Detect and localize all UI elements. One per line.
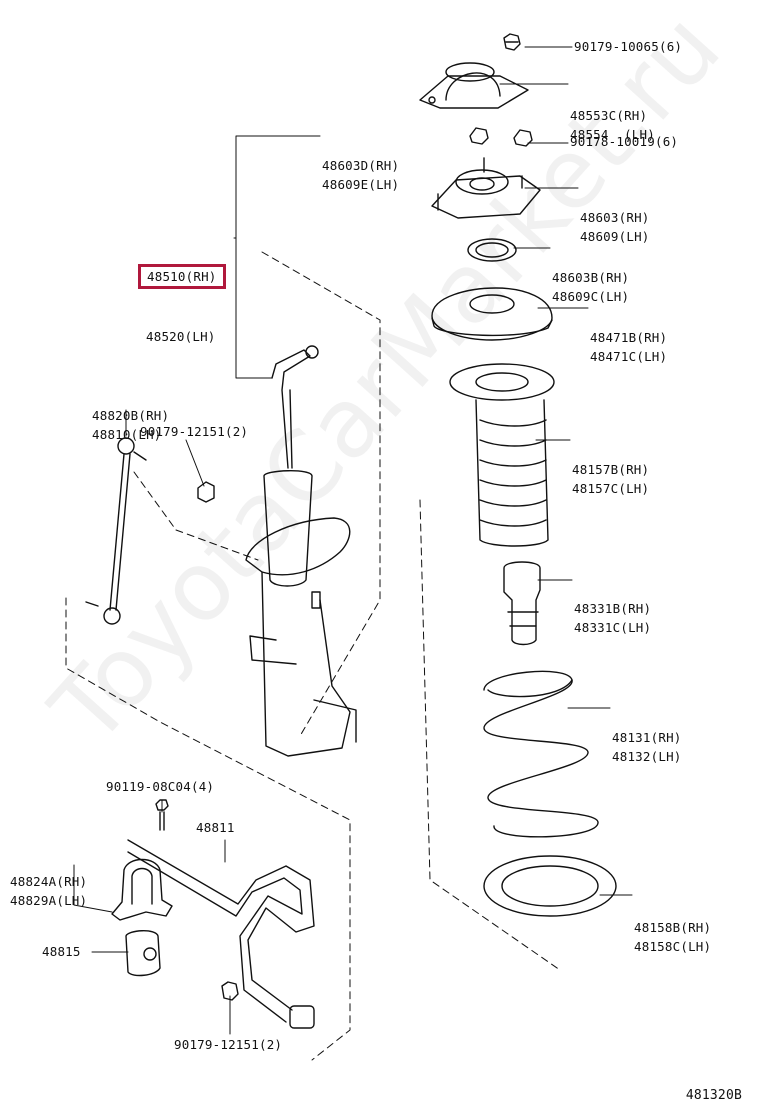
stabilizer-bar-icon bbox=[127, 839, 315, 1029]
support-cover-icon bbox=[419, 62, 529, 109]
dashed-lines bbox=[65, 251, 561, 1061]
bracket-bolt-icon bbox=[155, 799, 169, 831]
label-bushing: 48815 bbox=[42, 944, 81, 959]
label-bearing: 48603B(RH)48609C(LH) bbox=[552, 270, 630, 304]
support-nut-icon bbox=[469, 127, 533, 147]
label-bracket-bolt: 90119-08C04(4) bbox=[106, 779, 215, 794]
lower-insulator-icon bbox=[483, 855, 617, 917]
label-support-nut: 90178-10019(6) bbox=[570, 134, 679, 149]
bump-stopper-icon bbox=[503, 561, 541, 646]
leader-lines bbox=[73, 46, 633, 1035]
label-suspension-support: 48603(RH)48609(LH) bbox=[580, 210, 650, 244]
bushing-bracket-icon bbox=[111, 858, 173, 921]
label-coil-spring: 48131(RH)48132(LH) bbox=[612, 730, 682, 764]
bushing-icon bbox=[125, 930, 161, 977]
figure-code: 481320B bbox=[685, 1088, 742, 1103]
highlighted-part-number: 48510(RH) bbox=[138, 264, 226, 289]
boot-icon bbox=[449, 363, 555, 547]
label-support-cover: 48553C(RH)48554 (LH) bbox=[570, 108, 655, 142]
bearing-icon bbox=[467, 238, 517, 262]
label-bump-stopper: 48331B(RH)48331C(LH) bbox=[574, 601, 652, 635]
upper-spring-seat-icon bbox=[431, 287, 553, 341]
label-stabilizer-link: 48820B(RH)48810(LH) bbox=[92, 408, 170, 442]
label-lower-insulator: 48158B(RH)48158C(LH) bbox=[634, 920, 712, 954]
label-stabilizer-bar: 48811 bbox=[196, 820, 235, 835]
label-bar-nut: 90179-12151(2) bbox=[174, 1037, 283, 1052]
label-link-nut: 90179-12151(2) bbox=[140, 424, 249, 439]
label-strut-set: 48603D(RH)48609E(LH) bbox=[322, 158, 400, 192]
shock-absorber-icon bbox=[245, 345, 357, 757]
label-upper-seat: 48471B(RH)48471C(LH) bbox=[590, 330, 668, 364]
link-nut-icon bbox=[197, 481, 215, 503]
label-top-nut: 90179-10065(6) bbox=[574, 39, 683, 54]
bar-nut-icon bbox=[221, 981, 239, 1001]
suspension-support-icon bbox=[431, 157, 541, 219]
label-bushing-bracket: 48824A(RH)48829A(LH) bbox=[10, 874, 88, 908]
label-shock-absorber: 48510(RH) 48520(LH) bbox=[138, 226, 226, 384]
stabilizer-link-icon bbox=[85, 437, 147, 625]
top-nut-icon bbox=[503, 33, 521, 51]
label-boot: 48157B(RH)48157C(LH) bbox=[572, 462, 650, 496]
coil-spring-icon bbox=[483, 670, 599, 838]
